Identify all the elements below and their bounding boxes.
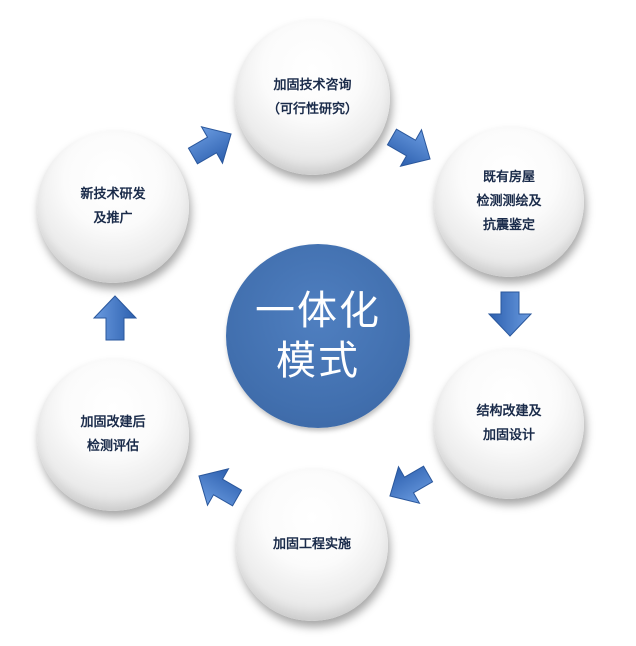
node-research-line2: 及推广 [93,211,133,226]
arrow-construction-to-evaluation-icon [185,454,251,520]
node-design: 结构改建及 加固设计 [434,349,584,499]
node-inspection: 既有房屋 检测测绘及 抗震鉴定 [434,127,584,277]
node-inspection-line1: 既有房屋 [482,170,535,185]
arrow-design-to-construction-icon [376,452,442,518]
node-inspection-line2: 检测测绘及 [476,194,542,209]
node-research: 新技术研发 及推广 [37,131,189,283]
center-title-line2: 模式 [276,338,360,384]
node-construction-line1: 加固工程实施 [272,537,351,552]
node-research-line1: 新技术研发 [80,187,146,202]
node-evaluation-line1: 加固改建后 [80,415,146,430]
node-evaluation-line2: 检测评估 [86,439,139,454]
arrow-consulting-to-inspection-icon [378,115,444,181]
arrow-evaluation-to-research-icon [91,294,139,342]
node-evaluation: 加固改建后 检测评估 [37,359,189,511]
node-design-line1: 结构改建及 [476,404,542,419]
node-inspection-line3: 抗震鉴定 [482,218,535,233]
arrow-inspection-to-design-icon [486,290,534,338]
center-title-line1: 一体化 [255,288,381,334]
arrow-research-to-consulting-icon [179,112,245,178]
center-circle: 一体化 模式 [226,244,410,428]
node-construction: 加固工程实施 [236,469,388,621]
node-consulting: 加固技术咨询 （可行性研究） [235,20,390,175]
node-consulting-line2: （可行性研究） [266,101,358,117]
node-design-line2: 加固设计 [482,428,535,443]
node-consulting-line1: 加固技术咨询 [273,77,352,93]
